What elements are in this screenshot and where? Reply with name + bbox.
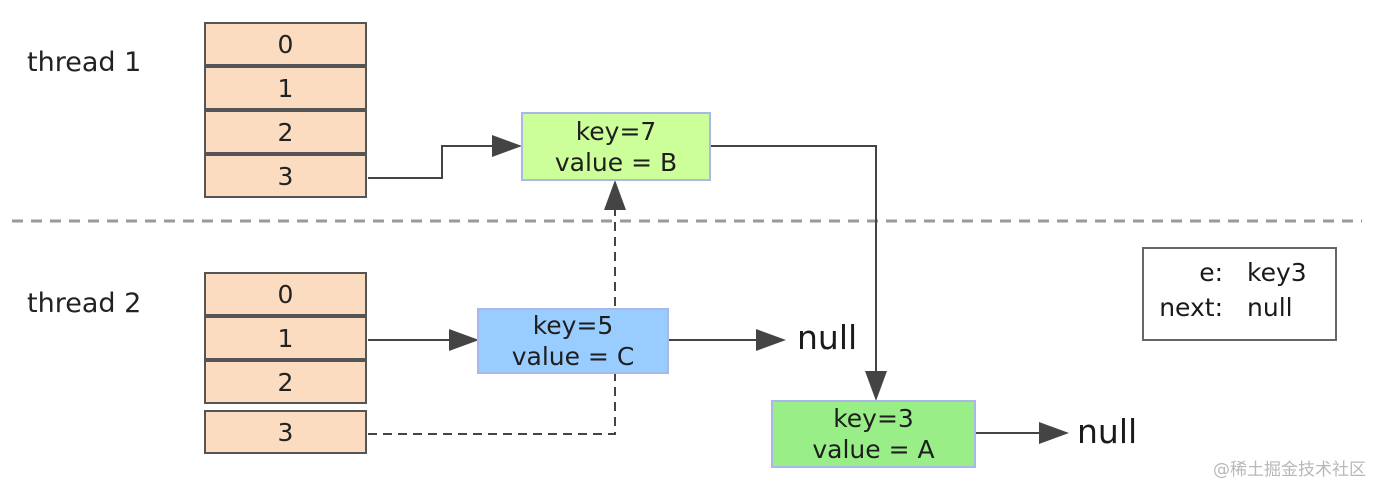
node-a-value: value = A	[812, 435, 935, 464]
arrow-b-to-a	[711, 145, 887, 401]
null-after-a: null	[1077, 412, 1138, 451]
node-key3-a: key=3 value = A	[771, 400, 976, 468]
arrow-t1-slot3-to-b	[368, 135, 522, 179]
next-value: null	[1247, 293, 1293, 322]
thread-2-slot-2: 2	[204, 360, 367, 404]
node-b-key: key=7	[575, 116, 657, 146]
node-c-key: key=5	[532, 311, 614, 340]
thread-2-label: thread 2	[27, 288, 142, 319]
e-value: key3	[1247, 258, 1307, 287]
node-b-value: value = B	[554, 147, 678, 177]
e-label: e:	[1199, 258, 1223, 287]
thread-2-slot-1: 1	[204, 316, 367, 360]
variables-box: e: key3 next: null	[1142, 247, 1337, 341]
thread-1-label: thread 1	[27, 47, 142, 78]
node-a-key: key=3	[833, 404, 914, 433]
next-label: next:	[1159, 293, 1223, 322]
null-after-c: null	[797, 318, 858, 357]
thread-1-slot-0: 0	[204, 22, 367, 66]
node-key7-b: key=7 value = B	[521, 112, 711, 181]
node-key5-c: key=5 value = C	[477, 308, 669, 374]
thread-1-slot-3: 3	[204, 154, 367, 198]
watermark: @稀土掘金技术社区	[1213, 460, 1366, 480]
thread-1-slot-1: 1	[204, 66, 367, 110]
thread-2-slot-3: 3	[204, 410, 367, 454]
node-c-value: value = C	[511, 342, 635, 371]
thread-1-slot-2: 2	[204, 110, 367, 154]
thread-2-slot-0: 0	[204, 272, 367, 316]
arrow-t2-slot3-to-b-dashed	[368, 180, 626, 435]
